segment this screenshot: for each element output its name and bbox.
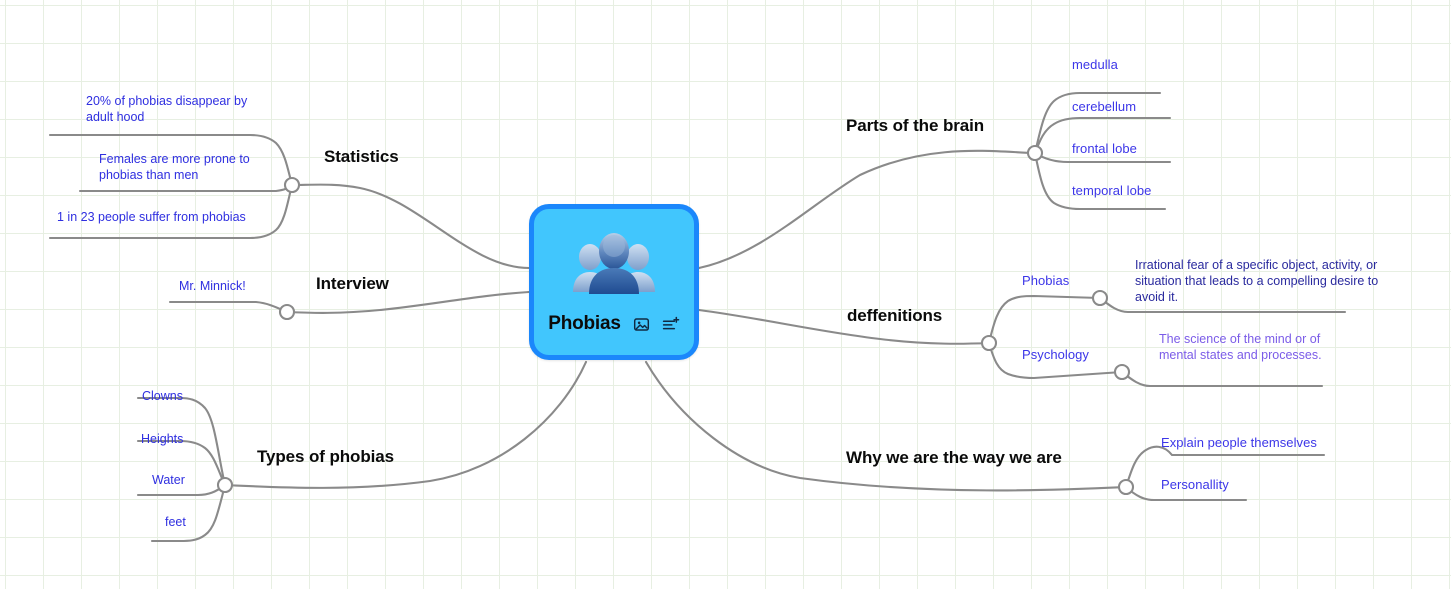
leaf-definitions-psychology-detail[interactable]: The science of the mind or of mental sta…	[1159, 332, 1322, 362]
leaf-types-2[interactable]: Heights	[141, 432, 184, 446]
wire-statistics-child-2	[78, 183, 294, 193]
hub-phobias[interactable]	[1091, 289, 1109, 307]
image-icon[interactable]	[633, 316, 650, 333]
hub-parts-of-the-brain[interactable]	[1026, 144, 1044, 162]
branch-label-statistics[interactable]: Statistics	[324, 147, 399, 166]
leaf-definitions-psychology[interactable]: Psychology	[1022, 347, 1089, 362]
wire-statistics-trunk	[290, 183, 531, 270]
leaf-brain-2[interactable]: cerebellum	[1072, 99, 1137, 114]
leaf-why-2[interactable]: Personallity	[1161, 477, 1229, 492]
leaf-brain-3[interactable]: frontal lobe	[1072, 141, 1137, 156]
leaf-statistics-3[interactable]: 1 in 23 people suffer from phobias	[57, 210, 246, 224]
leaf-definitions-phobias[interactable]: Phobias	[1022, 273, 1070, 288]
center-node-phobias[interactable]: Phobias	[529, 204, 699, 360]
wire-definitions-phobias	[987, 294, 1102, 345]
branch-label-types-of-phobias[interactable]: Types of phobias	[257, 447, 394, 466]
leaf-types-4[interactable]: feet	[165, 515, 186, 529]
center-node-footer: Phobias	[534, 313, 694, 335]
hub-interview[interactable]	[278, 303, 296, 321]
wire-brain-child-4	[1033, 151, 1167, 211]
hub-deffenitions[interactable]	[980, 334, 998, 352]
branch-label-deffenitions[interactable]: deffenitions	[847, 306, 943, 325]
hub-types-of-phobias[interactable]	[216, 476, 234, 494]
leaf-statistics-2[interactable]: Females are more prone to phobias than m…	[99, 152, 250, 182]
branch-label-parts-of-the-brain[interactable]: Parts of the brain	[846, 116, 985, 135]
wire-interview-trunk	[285, 290, 531, 314]
wire-types-trunk	[223, 360, 588, 489]
leaf-interview-1[interactable]: Mr. Minnick!	[179, 279, 246, 293]
wire-interview-child-1	[168, 300, 289, 314]
leaf-types-3[interactable]: Water	[152, 473, 185, 487]
wire-brain-trunk	[697, 149, 1037, 270]
wire-psychology-detail	[1120, 370, 1324, 388]
wire-why-trunk	[644, 360, 1128, 492]
leaf-types-1[interactable]: Clowns	[142, 389, 183, 403]
leaf-brain-1[interactable]: medulla	[1072, 57, 1118, 72]
center-node-title: Phobias	[548, 313, 621, 334]
hub-psychology[interactable]	[1113, 363, 1131, 381]
leaf-statistics-1[interactable]: 20% of phobias disappear by adult hood	[86, 94, 248, 124]
wire-types-child-4	[150, 483, 227, 543]
hub-statistics[interactable]	[283, 176, 301, 194]
branch-label-why-we-are[interactable]: Why we are the way we are	[846, 448, 1062, 467]
hub-why-we-are[interactable]	[1117, 478, 1135, 496]
group-people-icon	[573, 233, 655, 294]
leaf-why-1[interactable]: Explain people themselves	[1161, 435, 1317, 450]
leaf-brain-4[interactable]: temporal lobe	[1072, 183, 1152, 198]
wire-definitions-trunk	[697, 308, 991, 345]
branch-label-interview[interactable]: Interview	[316, 274, 389, 293]
add-note-icon[interactable]	[662, 316, 680, 333]
leaf-definitions-phobias-detail[interactable]: Irrational fear of a specific object, ac…	[1135, 258, 1379, 304]
